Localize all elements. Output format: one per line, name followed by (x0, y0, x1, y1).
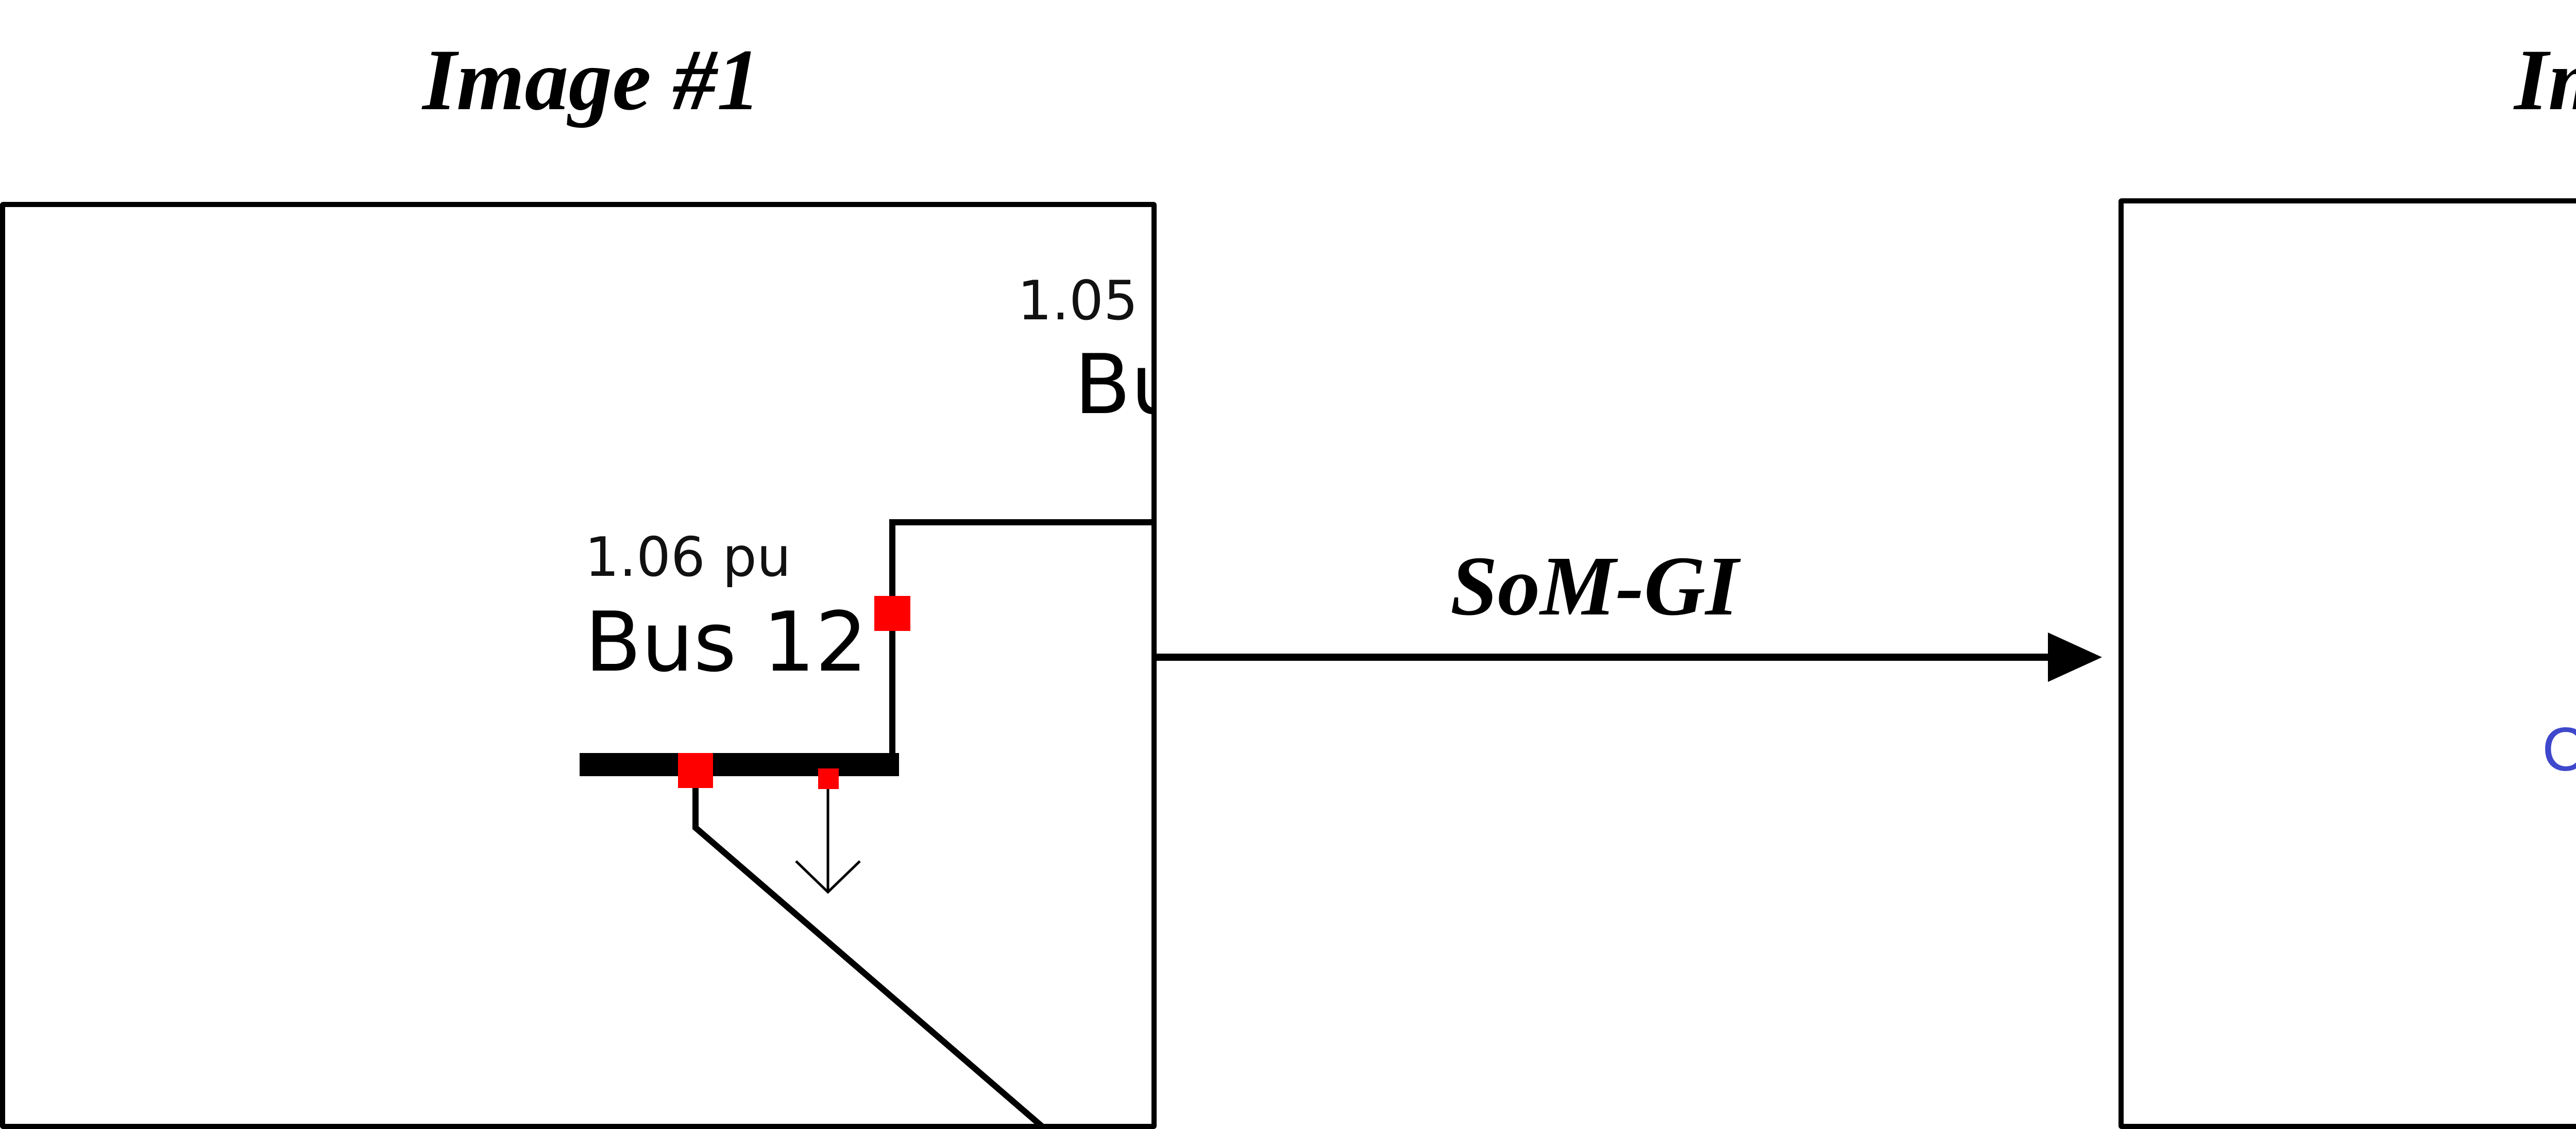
breaker-load (818, 768, 839, 789)
panel-1-title: Image #1 (422, 31, 761, 128)
panel-2-annotated-diagram: 1.05 Bu 1.06 pu Bus 12 L12_13_E CP13_12_… (2119, 198, 2576, 1129)
bus-voltage-partial: 1.05 (1018, 269, 1138, 332)
panel-1-original-diagram: 1.05 Bu 1.06 pu Bus 12 (0, 202, 1157, 1129)
bus-bar (580, 753, 899, 776)
breaker-east (874, 596, 910, 631)
panel-1-one-line-drawing (580, 519, 1151, 1124)
transform-label: SoM-GI (1450, 539, 1739, 633)
bus-name-partial: Bu (1074, 336, 1151, 433)
label-breaker: CB12_6 (2542, 719, 2576, 780)
load-arrow-icon (795, 860, 861, 894)
line-to-bus-13 (889, 519, 1151, 768)
breaker-south (678, 753, 713, 788)
line-to-bus-6 (692, 774, 1044, 1124)
bus-name: Bus 12 (585, 594, 868, 690)
bus-voltage: 1.06 pu (585, 526, 791, 589)
panel-2-one-line-drawing (2124, 203, 2576, 1129)
panel-2-title: Image #2 (2514, 31, 2576, 128)
